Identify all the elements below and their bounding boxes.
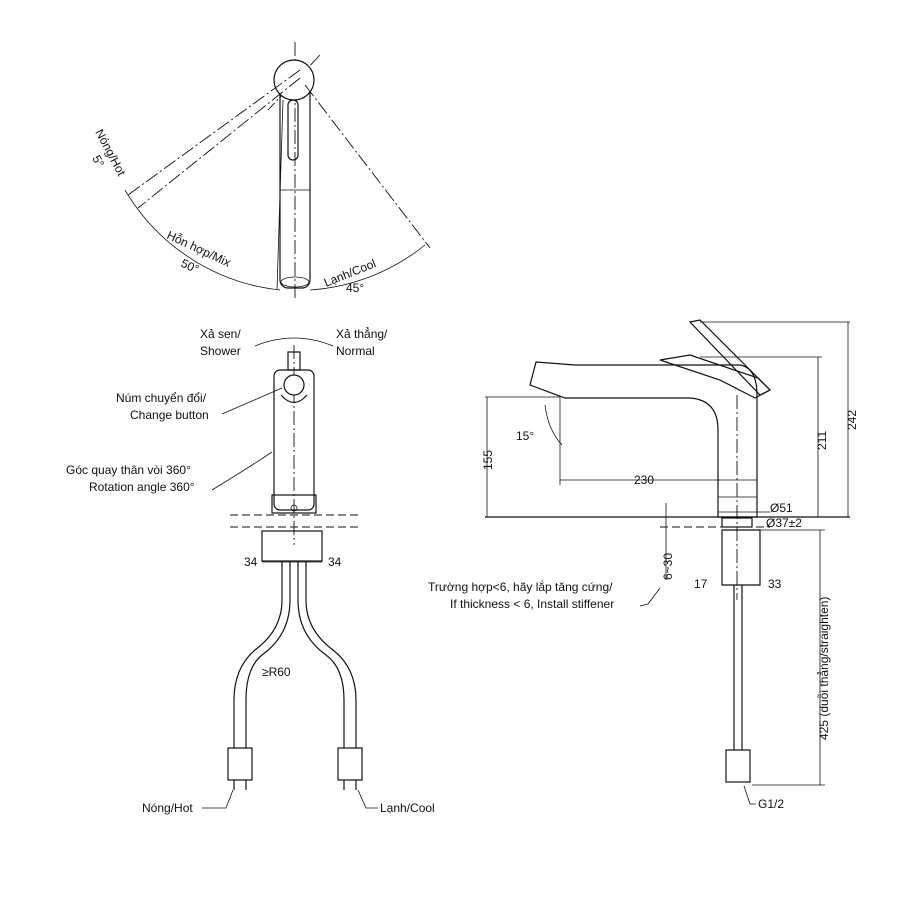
hot-hose-label: Nóng/Hot <box>142 801 193 815</box>
dim-230: 230 <box>634 473 654 487</box>
change-button-en: Change button <box>130 408 209 422</box>
shower-label-vi: Xả sen/ <box>200 327 241 341</box>
dim-thickness: 6~30 <box>661 553 675 580</box>
side-view: 155 15° 230 211 242 Ø51 Ø37±2 6~30 Trườn… <box>428 319 859 811</box>
bend-radius: ≥R60 <box>262 665 291 679</box>
normal-label-vi: Xả thẳng/ <box>336 326 388 341</box>
rotation-arc-left <box>124 189 281 291</box>
dim-right: 34 <box>328 555 342 569</box>
dim-hose-length: 425 (duỗi thẳng/straighten) <box>816 597 831 740</box>
mix-angle: 50° <box>179 256 202 276</box>
dim-dia-51: Ø51 <box>770 501 793 515</box>
top-view: Nóng/Hot 5° Hỗn hợp/Mix 50° Lạnh/Cool 45… <box>89 42 431 300</box>
cool-angle: 45° <box>346 281 364 295</box>
dim-242: 242 <box>845 410 859 430</box>
spout-angle: 15° <box>516 429 534 443</box>
dim-33: 33 <box>768 577 782 591</box>
front-view: Xả sen/ Shower Xả thẳng/ Normal Núm chuy… <box>66 326 435 815</box>
dim-left: 34 <box>244 555 258 569</box>
thread-size: G1/2 <box>758 797 784 811</box>
switch-arrow-icon <box>254 337 334 347</box>
dim-211: 211 <box>815 431 829 450</box>
change-button-vi: Núm chuyển đổi/ <box>116 391 207 405</box>
rotation-vi: Góc quay thân vòi 360° <box>66 463 191 477</box>
rotation-en: Rotation angle 360° <box>89 480 195 494</box>
hot-label: Nóng/Hot <box>92 127 128 179</box>
normal-label-en: Normal <box>336 344 375 358</box>
dim-155: 155 <box>481 450 495 470</box>
rotation-arc-right <box>309 244 426 291</box>
stiffener-note-en: If thickness < 6, Install stiffener <box>450 597 614 611</box>
dim-dia-37: Ø37±2 <box>766 516 802 530</box>
shower-label-en: Shower <box>200 344 241 358</box>
cool-hose-label: Lạnh/Cool <box>380 801 435 815</box>
stiffener-note-vi: Trường hợp<6, hãy lắp tăng cứng/ <box>428 579 613 594</box>
dim-17: 17 <box>694 577 708 591</box>
